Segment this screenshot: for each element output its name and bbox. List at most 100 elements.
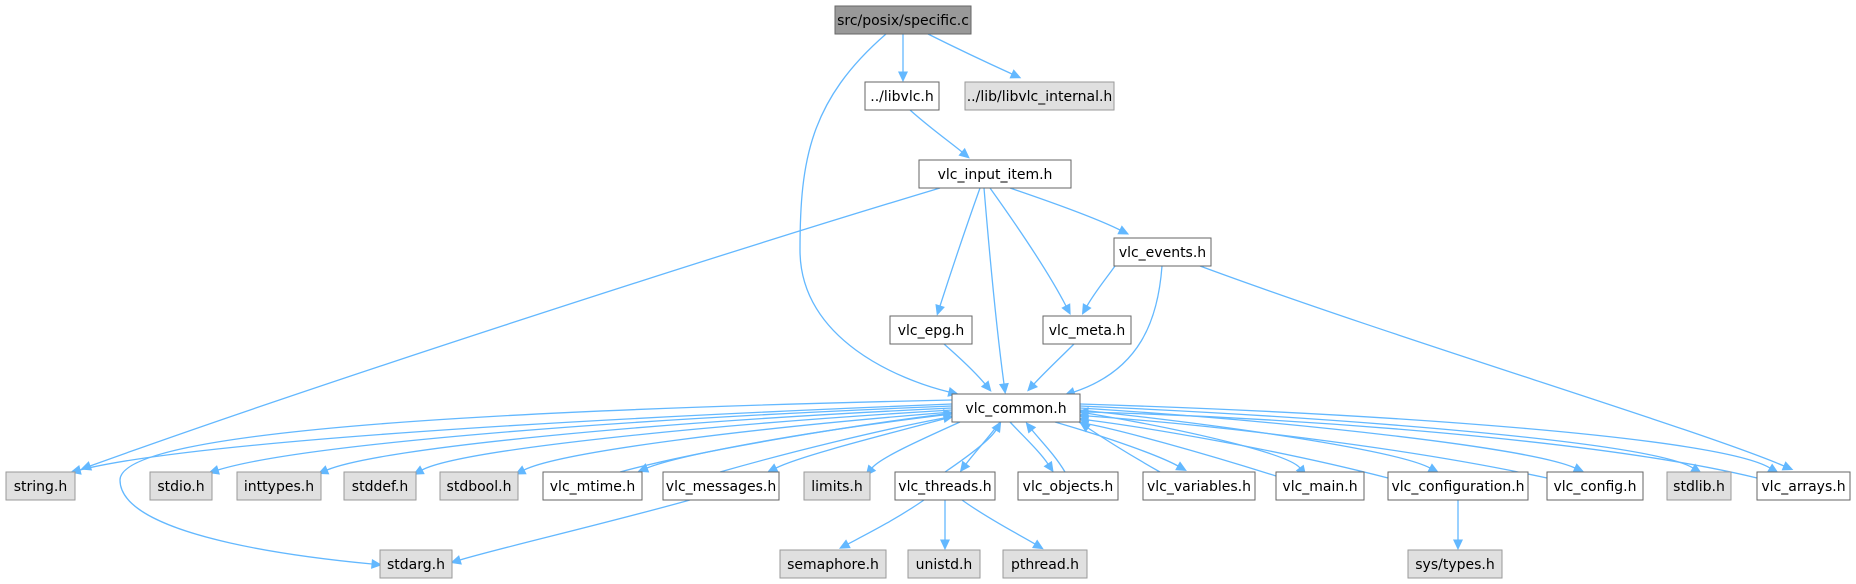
edge-line	[89, 187, 941, 467]
node-label: inttypes.h	[244, 479, 314, 495]
node-box	[964, 81, 1115, 111]
edge-line	[983, 187, 1005, 385]
include-edge-configuration-to-sys_types	[1453, 500, 1463, 551]
arrowhead-icon	[412, 465, 425, 475]
node-main[interactable]: vlc_main.h	[1275, 471, 1365, 501]
node-box	[343, 471, 417, 501]
edge-line	[1009, 187, 1121, 231]
edge-line	[961, 499, 1036, 545]
include-edge-threads-to-semaphore	[839, 499, 925, 549]
node-limits: limits.h	[803, 471, 871, 501]
include-edge-arrays-to-common	[1077, 407, 1758, 479]
node-box	[1275, 471, 1365, 501]
include-edge-input_item-to-meta	[989, 187, 1071, 316]
edge-line	[1054, 421, 1179, 467]
node-label: string.h	[14, 479, 68, 495]
node-box	[894, 471, 996, 501]
arrowhead-icon	[1175, 461, 1187, 471]
node-label: vlc_meta.h	[1049, 323, 1126, 339]
include-edge-messages-to-common	[719, 413, 955, 473]
node-box	[1142, 471, 1256, 501]
node-box	[149, 471, 213, 501]
include-edge-threads-to-pthread	[961, 499, 1044, 550]
arrowhead-icon	[450, 555, 462, 565]
node-stdbool: stdbool.h	[439, 471, 519, 501]
arrowhead-icon	[1427, 463, 1439, 473]
arrowhead-icon	[940, 539, 950, 551]
edge-line	[217, 405, 953, 471]
edge-line	[1199, 265, 1785, 467]
node-meta[interactable]: vlc_meta.h	[1042, 315, 1132, 345]
node-box	[662, 471, 780, 501]
node-objects[interactable]: vlc_objects.h	[1017, 471, 1119, 501]
edge-line	[1087, 415, 1548, 479]
node-common[interactable]: vlc_common.h	[951, 393, 1081, 423]
edge-line	[847, 499, 925, 545]
node-label: vlc_common.h	[965, 401, 1066, 417]
include-edge-input_item-to-string	[80, 187, 941, 471]
node-configuration[interactable]: vlc_configuration.h	[1387, 471, 1529, 501]
include-edge-common-to-limits	[865, 421, 961, 476]
node-arrays[interactable]: vlc_arrays.h	[1756, 471, 1851, 501]
node-label: src/posix/specific.c	[837, 13, 969, 29]
include-edge-input_item-to-common	[983, 187, 1009, 395]
node-label: unistd.h	[916, 557, 973, 573]
node-inttypes: inttypes.h	[236, 471, 322, 501]
arrowhead-icon	[958, 147, 970, 159]
arrowhead-icon	[1009, 69, 1022, 79]
edge-line	[871, 421, 961, 469]
node-stdio: stdio.h	[149, 471, 213, 501]
arrowhead-icon	[1117, 225, 1130, 235]
include-edge-objects-to-common	[1025, 422, 1066, 473]
arrowhead-icon	[637, 463, 650, 473]
node-box	[951, 393, 1081, 423]
node-libvlc[interactable]: ../libvlc.h	[864, 81, 940, 111]
edge-line	[909, 109, 963, 153]
edge-line	[943, 343, 986, 385]
arrowhead-icon	[1027, 380, 1039, 392]
include-edge-variables-to-common	[1079, 422, 1161, 473]
node-stddef: stddef.h	[343, 471, 417, 501]
node-box	[907, 549, 981, 579]
node-label: stddef.h	[352, 479, 408, 495]
node-threads[interactable]: vlc_threads.h	[894, 471, 996, 501]
node-mtime[interactable]: vlc_mtime.h	[542, 471, 643, 501]
include-edge-events-to-meta	[1081, 265, 1116, 315]
node-config[interactable]: vlc_config.h	[1546, 471, 1644, 501]
include-edge-messages-to-stdarg	[450, 499, 691, 565]
include-edge-threads-to-common	[944, 421, 1002, 473]
include-edge-common-to-arrays	[1079, 403, 1779, 474]
node-input-item[interactable]: vlc_input_item.h	[918, 159, 1072, 189]
node-variables[interactable]: vlc_variables.h	[1142, 471, 1256, 501]
include-edge-input_item-to-epg	[935, 187, 981, 316]
edge-line	[1087, 423, 1277, 477]
edge-line	[646, 413, 953, 469]
node-box	[834, 5, 972, 35]
include-edge-common-to-variables	[1054, 421, 1187, 471]
edge-line	[939, 187, 981, 307]
arrowhead-icon	[1781, 461, 1794, 471]
edge-line	[1009, 421, 1049, 465]
node-box	[803, 471, 871, 501]
node-box	[1756, 471, 1851, 501]
node-messages[interactable]: vlc_messages.h	[662, 471, 780, 501]
edge-line	[1073, 265, 1163, 393]
node-label: vlc_threads.h	[898, 479, 991, 495]
edge-line	[944, 429, 997, 473]
include-edge-meta-to-common	[1027, 343, 1075, 392]
node-events[interactable]: vlc_events.h	[1113, 237, 1212, 267]
node-label: limits.h	[811, 479, 862, 495]
node-box	[1002, 549, 1088, 579]
edge-line	[1086, 265, 1116, 307]
arrowhead-icon	[766, 463, 779, 473]
edge-line	[421, 409, 953, 471]
include-edge-specific-to-libvlc	[898, 34, 908, 83]
node-epg[interactable]: vlc_epg.h	[889, 315, 973, 345]
node-label: vlc_mtime.h	[550, 479, 635, 495]
node-label: vlc_config.h	[1553, 479, 1636, 495]
edge-line	[775, 415, 956, 469]
include-edge-common-to-mtime	[637, 413, 953, 473]
node-box	[1042, 315, 1132, 345]
include-edge-common-to-messages	[766, 415, 956, 473]
include-edge-common-to-objects	[1009, 421, 1054, 473]
